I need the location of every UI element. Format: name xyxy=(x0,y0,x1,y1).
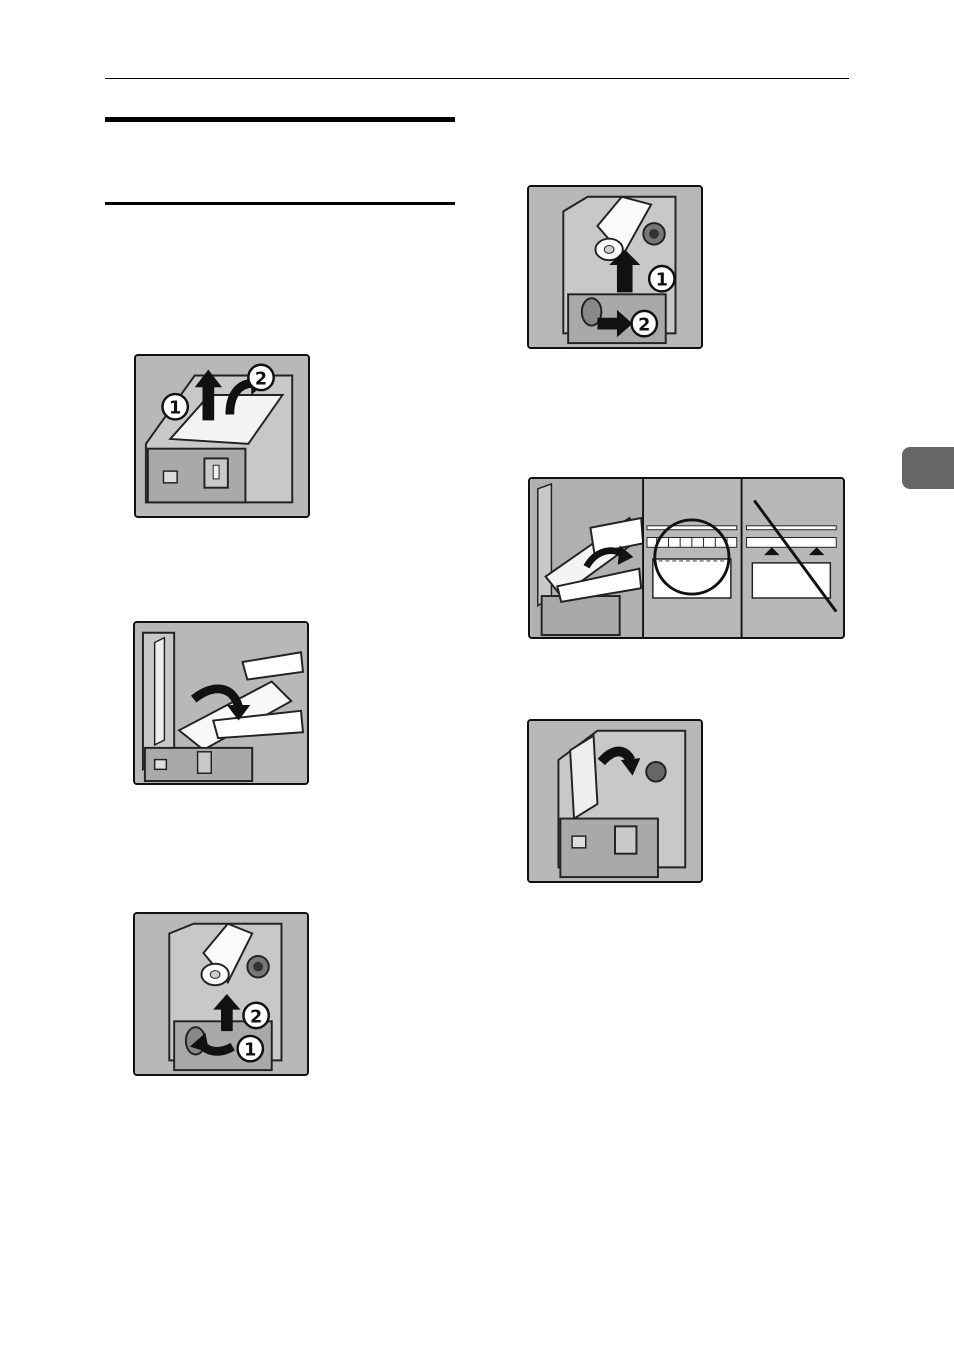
figure-align-paper xyxy=(528,477,845,639)
figure-align-paper-drawing xyxy=(530,479,843,637)
figure-set-roll: 1 2 xyxy=(527,185,703,349)
heading-bottom-rule xyxy=(105,202,455,205)
figure-remove-roll-drawing: 2 1 xyxy=(135,914,307,1074)
figure-open-cover-drawing: 1 2 xyxy=(136,356,308,516)
chapter-tab xyxy=(902,447,954,489)
step-number-2: 2 xyxy=(250,1007,262,1027)
panel-correct-alignment xyxy=(644,479,741,637)
figure-set-roll-drawing: 1 2 xyxy=(529,187,701,347)
step-number-1: 1 xyxy=(656,271,668,291)
step-number-1: 1 xyxy=(244,1040,256,1060)
figure-close-cover-drawing xyxy=(529,721,701,881)
step-number-2: 2 xyxy=(255,369,267,389)
header-rule xyxy=(105,78,849,79)
step-number-1: 1 xyxy=(169,399,181,419)
figure-pull-paper xyxy=(133,621,309,785)
step-number-2: 2 xyxy=(638,315,650,335)
figure-pull-paper-drawing xyxy=(135,623,307,783)
figure-close-cover xyxy=(527,719,703,883)
panel-incorrect-alignment xyxy=(743,479,842,637)
figure-open-cover: 1 2 xyxy=(134,354,310,518)
figure-remove-roll: 2 1 xyxy=(133,912,309,1076)
heading-top-rule xyxy=(105,117,455,122)
panel-hand xyxy=(532,479,643,637)
